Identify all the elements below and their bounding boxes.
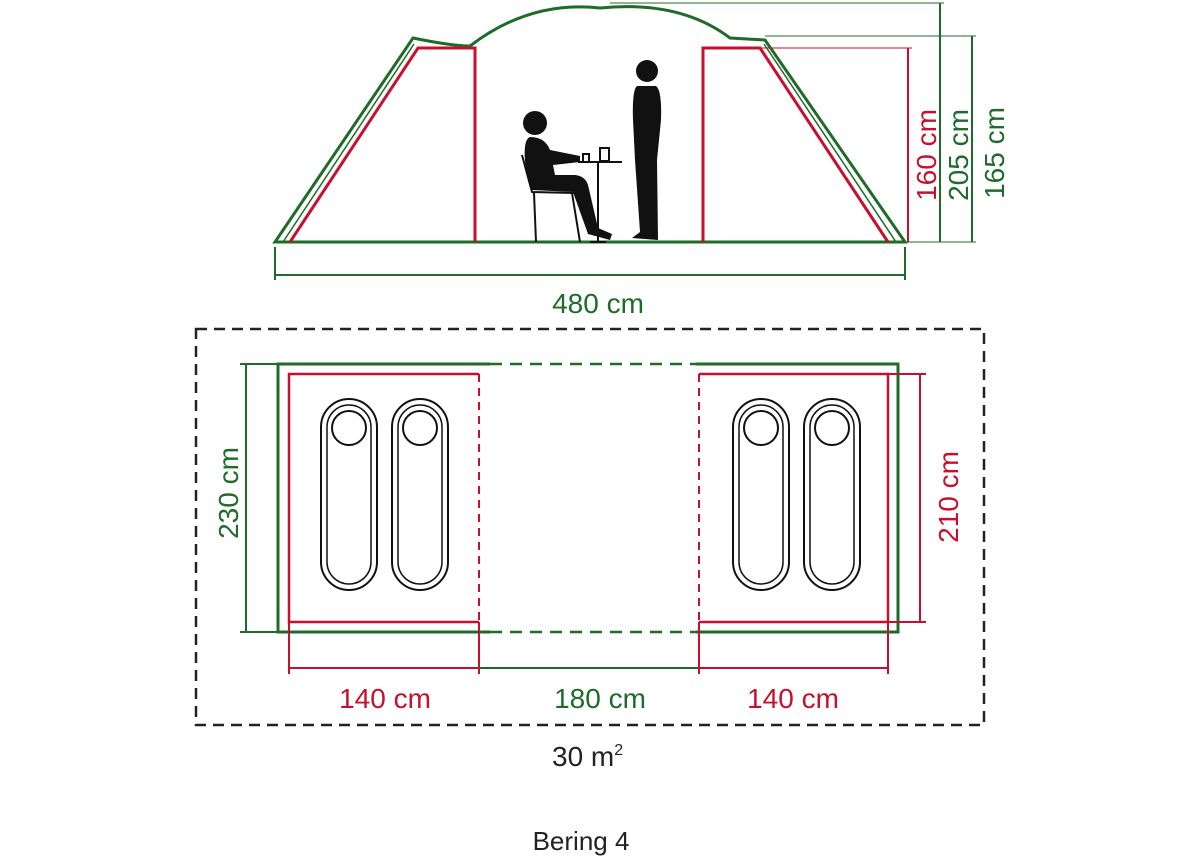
seated-person-icon: [523, 111, 612, 240]
inner-wall-right: [701, 46, 890, 243]
table-icon: [578, 147, 622, 243]
area-label: 30 m2: [552, 741, 623, 772]
standing-person-icon: [632, 60, 662, 240]
eave-height-label: 165 cm: [979, 107, 1010, 199]
center-width-label: 180 cm: [554, 683, 646, 714]
depth-inner-dimension: [888, 373, 926, 623]
sleeping-bag-icon: [320, 398, 378, 591]
inner-height-label: 160 cm: [911, 109, 942, 201]
sleeping-bag-icon: [732, 398, 790, 591]
depth-outer-dimension: [240, 363, 278, 633]
footprint-outline: [194, 327, 986, 727]
room-width-dimensions: [288, 622, 889, 674]
peak-height-label: 205 cm: [943, 109, 974, 201]
side-view: 480 cm 160 cm 205 cm 165 cm: [272, 2, 1010, 319]
depth-inner-label: 210 cm: [933, 451, 964, 543]
outer-floor-left: [276, 362, 490, 634]
model-name: Bering 4: [533, 826, 630, 856]
sleeping-bag-icon: [391, 398, 449, 591]
left-room-width-label: 140 cm: [339, 683, 431, 714]
tent-outer-silhouette: [272, 5, 908, 244]
bedroom-left: [287, 372, 479, 624]
bedroom-right: [699, 372, 890, 624]
height-dimensions: [610, 2, 976, 243]
area-value: 30 m: [552, 741, 614, 772]
outer-floor-right: [696, 362, 900, 634]
area-unit-superscript: 2: [614, 742, 623, 759]
width-dimension: [274, 247, 906, 280]
chair-icon: [521, 154, 581, 243]
inner-wall-right-outline: [763, 43, 897, 243]
inner-wall-left: [288, 46, 477, 243]
floor-plan: 230 cm 210 cm 140 cm 180 cm 140 cm 30 m2: [194, 327, 986, 772]
sleeping-bag-icon: [803, 398, 861, 591]
depth-outer-label: 230 cm: [213, 447, 244, 539]
width-label: 480 cm: [552, 288, 644, 319]
inner-wall-left-outline: [282, 43, 415, 243]
right-room-width-label: 140 cm: [747, 683, 839, 714]
